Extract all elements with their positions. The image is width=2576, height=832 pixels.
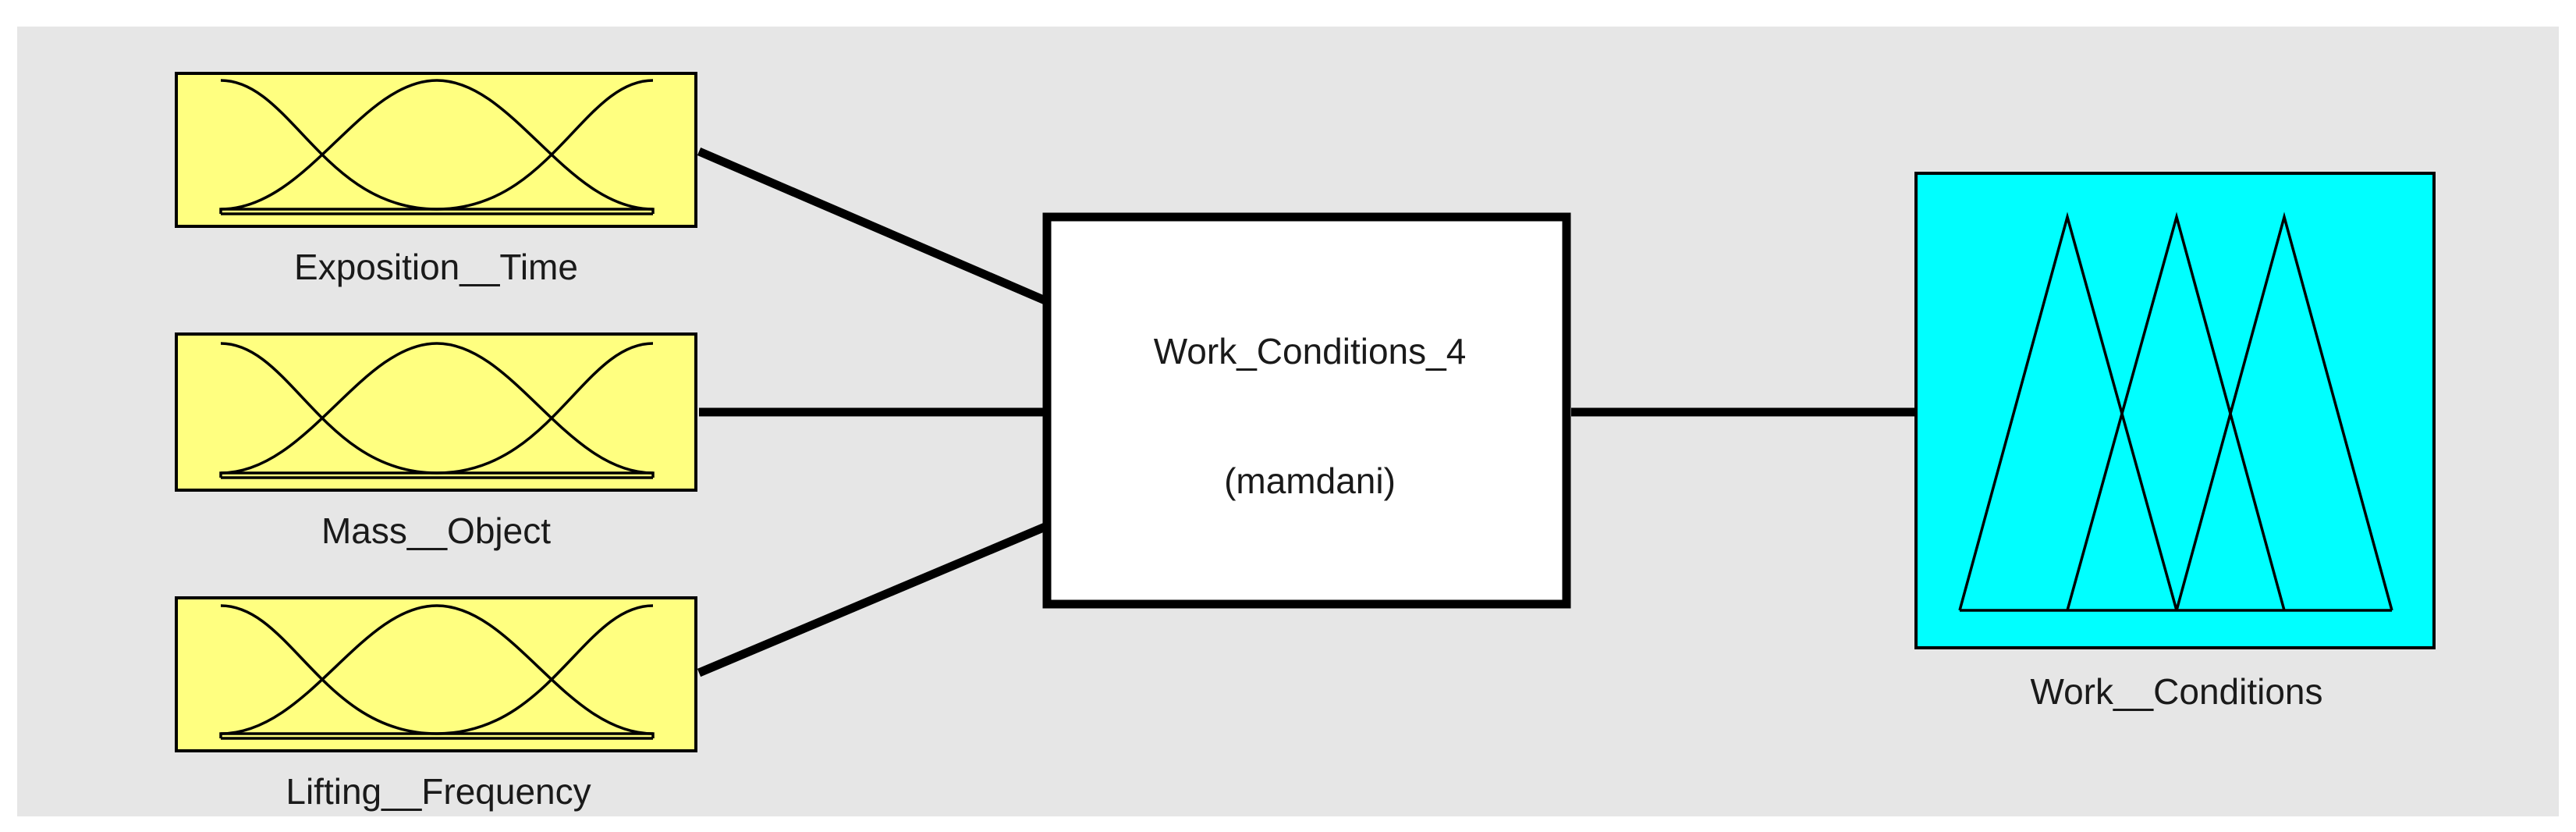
gaussian-mf-curves-icon	[219, 604, 655, 740]
connector-input-3	[697, 521, 1049, 677]
input-label: Exposition__Time	[294, 247, 578, 287]
input-block-mass-object[interactable]: Mass__Object	[175, 332, 697, 551]
input-block-exposition-time[interactable]: Exposition__Time	[175, 72, 697, 287]
output-mf-box[interactable]	[1914, 172, 2436, 649]
fis-system-name: Work_Conditions_4	[1154, 331, 1467, 372]
connector-input-1	[697, 147, 1049, 306]
gaussian-mf-curves-icon	[219, 79, 655, 215]
input-label: Mass__Object	[321, 510, 551, 551]
connectors	[697, 147, 1916, 677]
input-block-lifting-frequency[interactable]: Lifting__Frequency	[175, 596, 697, 812]
fis-system-box[interactable]	[1042, 212, 1571, 609]
output-label: Work__Conditions	[2030, 671, 2322, 712]
output-block-work-conditions[interactable]: Work__Conditions	[1914, 172, 2436, 712]
fis-system-block[interactable]: Work_Conditions_4 (mamdani)	[1042, 212, 1571, 609]
triangular-mf-icon	[1958, 212, 2393, 612]
input-label: Lifting__Frequency	[286, 771, 591, 812]
gaussian-mf-curves-icon	[219, 342, 655, 479]
fis-system-type: (mamdani)	[1224, 460, 1396, 501]
